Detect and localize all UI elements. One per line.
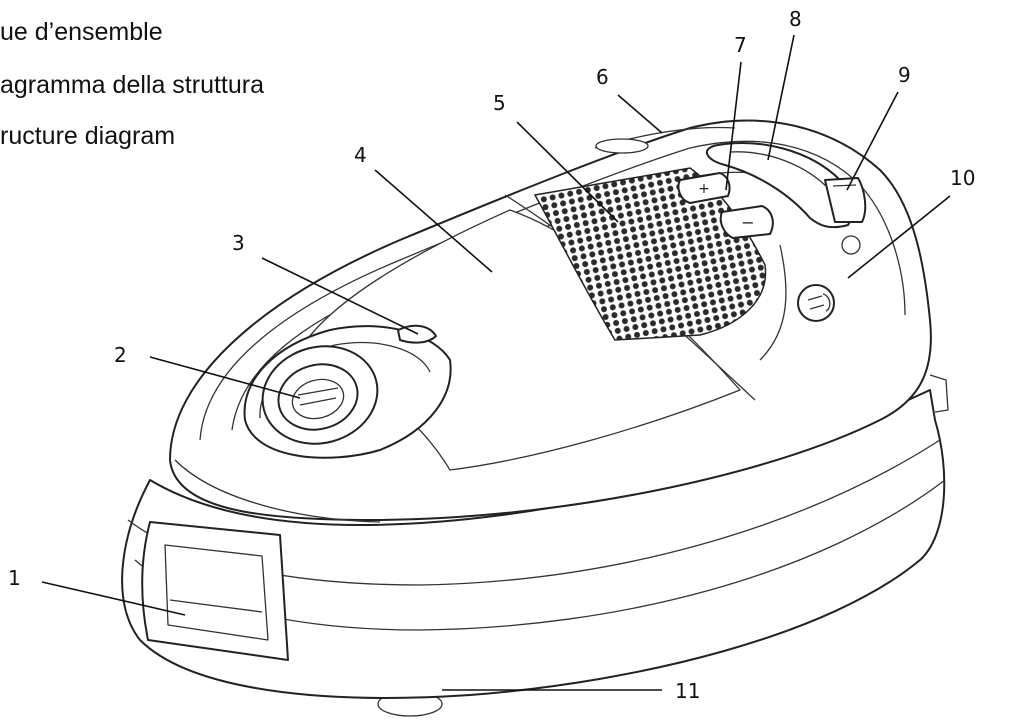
indicator-light [841,235,861,255]
leader-9 [846,91,899,191]
callout-7: 7 [734,33,747,57]
front-opening [141,521,289,661]
top-panel-latch [595,138,649,154]
plus-button[interactable] [677,172,731,204]
rear-hook [824,177,867,223]
leader-lines [41,34,951,691]
leader-5 [516,121,619,223]
side-seam [174,459,381,523]
front-opening-rail [169,599,263,613]
vacuum-body: + − [121,119,949,717]
callout-4: 4 [354,143,367,167]
callout-3: 3 [232,231,245,255]
carry-handle-inner [729,151,831,191]
hose-inlet-teeth [297,387,339,406]
leader-6 [617,94,663,134]
heading-french: ue d’ensemble [0,18,163,46]
callout-10: 10 [950,166,975,190]
rear-ventilation-grid [533,167,767,341]
heading-italian: agramma della struttura [0,71,265,99]
plug-icon [807,293,831,312]
rim-line-outer [199,140,906,441]
minus-button-label: − [741,213,754,232]
callout-5: 5 [493,91,506,115]
minus-button[interactable] [719,205,774,239]
carry-handle [706,142,853,229]
lid-seam-right [759,244,787,361]
leader-4 [374,169,493,273]
plus-button-label: + [698,181,710,197]
callout-9: 9 [898,63,911,87]
heading-english: ructure diagram [0,122,176,150]
callout-6: 6 [596,65,609,89]
leader-8 [767,34,795,161]
leader-10 [847,195,951,279]
hose-inlet [243,325,452,459]
front-opening-inner [164,544,269,641]
leader-3 [261,257,419,335]
callout-8: 8 [789,7,802,31]
callout-numbers: 1 2 3 4 5 6 7 8 9 10 11 [8,7,975,703]
leader-1 [41,581,186,616]
leader-2 [149,356,301,399]
leader-7 [725,61,742,191]
callout-1: 1 [8,566,21,590]
on-off-button[interactable] [797,284,835,322]
rear-clip [929,374,949,413]
power-buttons[interactable]: + − [677,172,774,239]
on-off-button-ring[interactable] [797,284,835,322]
callout-11: 11 [675,679,700,703]
rear-hook-line [832,184,857,187]
callout-2: 2 [114,343,127,367]
